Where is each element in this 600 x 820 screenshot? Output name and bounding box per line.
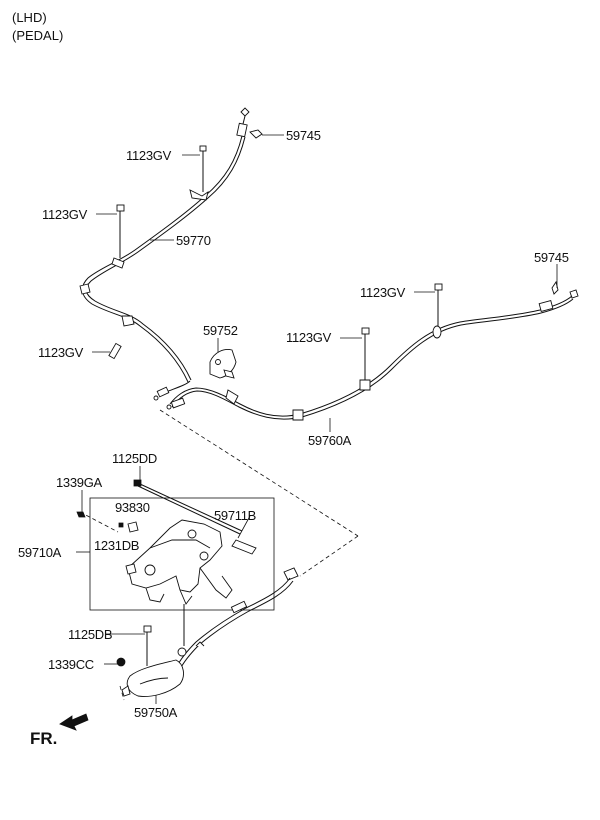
label-59711b: 59711B	[214, 508, 256, 523]
label-1123gv-3: 1123GV	[38, 345, 84, 360]
pedal-assembly-box	[89, 497, 275, 611]
cable-59760a	[166, 289, 579, 421]
cable-bracket	[111, 257, 125, 269]
bolt-1123gv	[116, 204, 125, 258]
clip-59745-top	[249, 129, 263, 139]
bolt-1123gv	[199, 145, 207, 192]
header-lhd: (LHD)	[12, 10, 47, 25]
label-1123gv-2: 1123GV	[42, 207, 88, 222]
label-59750a: 59750A	[134, 705, 178, 720]
front-direction-label: FR.	[30, 729, 57, 748]
header-pedal: (PEDAL)	[12, 28, 63, 43]
pedal-bracket-59710a	[125, 519, 233, 605]
label-1339ga: 1339GA	[56, 475, 103, 490]
bolt-1123gv	[434, 283, 443, 326]
nut-1339cc	[116, 657, 126, 667]
label-59745-right: 59745	[534, 250, 569, 265]
cable-end-fitting	[240, 107, 250, 117]
label-59770: 59770	[176, 233, 211, 248]
cable-59750a	[121, 567, 299, 697]
label-59710a: 59710A	[18, 545, 62, 560]
spring-59711b	[231, 539, 257, 555]
bolt-1123gv	[108, 342, 122, 360]
cable-bracket	[359, 379, 371, 391]
switch-93830	[127, 521, 139, 533]
label-1123gv-5: 1123GV	[286, 330, 332, 345]
screw-1231db	[118, 522, 124, 528]
label-1231db: 1231DB	[94, 538, 139, 553]
bolt-1125db	[143, 604, 185, 666]
label-93830: 93830	[115, 500, 150, 515]
bolt-1123gv	[361, 327, 370, 380]
cable-bracket	[189, 189, 209, 201]
cable-clip	[225, 389, 239, 405]
clip-59745-right	[551, 280, 559, 295]
bolt-1125dd	[133, 479, 243, 535]
label-59760a: 59760A	[308, 433, 352, 448]
label-1123gv-1: 1123GV	[126, 148, 172, 163]
leader-lines	[76, 134, 558, 704]
cable-bracket	[121, 315, 135, 327]
nut-1339ga	[76, 511, 86, 518]
cable-clip	[79, 283, 91, 295]
label-1125db: 1125DB	[68, 627, 112, 642]
label-1125dd: 1125DD	[112, 451, 157, 466]
front-direction-arrow-icon	[59, 713, 89, 731]
small-clip	[195, 641, 205, 647]
cable-bracket	[292, 409, 304, 421]
cable-59770	[79, 107, 250, 401]
label-1339cc: 1339CC	[48, 657, 94, 672]
label-59752: 59752	[203, 323, 238, 338]
label-59745-top: 59745	[286, 128, 321, 143]
equalizer-bracket-59752	[209, 349, 237, 379]
label-1123gv-4: 1123GV	[360, 285, 406, 300]
